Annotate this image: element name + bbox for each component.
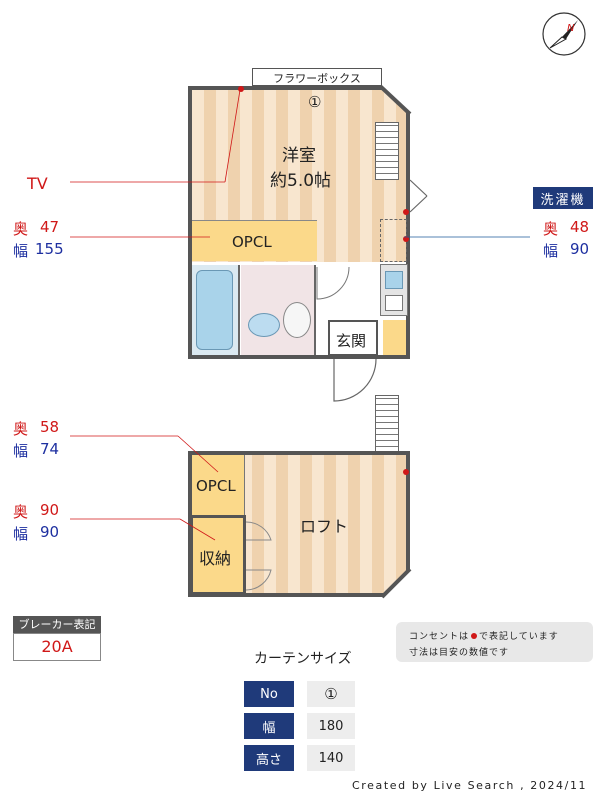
washer-depth-value: 48	[570, 218, 590, 236]
curtain-no-label: No	[244, 681, 294, 707]
note-line2: 寸法は目安の数値です	[409, 648, 510, 658]
opcl-loft-label: OPCL	[196, 477, 236, 495]
opcl-loft-width-label: 幅	[13, 442, 29, 460]
curtain-no-value: ①	[307, 681, 355, 707]
curtain-height-value: 140	[307, 745, 355, 771]
opcl-main-depth-label: 奥	[13, 220, 29, 238]
outlet-right-2	[403, 236, 409, 242]
western-room-size: 約5.0帖	[270, 171, 332, 191]
storage-depth-value: 90	[40, 501, 60, 519]
bathroom-door	[316, 266, 350, 300]
entrance	[328, 320, 378, 356]
opcl-loft-depth-label: 奥	[13, 420, 29, 438]
flower-box: フラワーボックス	[252, 68, 382, 86]
kitchen	[380, 264, 408, 316]
breaker-title: ブレーカー表記	[13, 616, 101, 633]
washer-width-label: 幅	[543, 242, 559, 260]
note-line1-post: で表記しています	[479, 632, 559, 642]
entrance-shoe-box	[383, 320, 406, 355]
side-door	[409, 179, 428, 213]
bay-window-corner	[380, 84, 414, 116]
curtain-width-value: 180	[307, 713, 355, 739]
washbasin	[248, 313, 280, 337]
breaker-box: ブレーカー表記 20A	[13, 616, 101, 661]
tv-label: TV	[27, 174, 48, 193]
storage-width-label: 幅	[13, 525, 29, 543]
bathroom	[241, 265, 316, 355]
compass-icon	[542, 12, 586, 56]
storage-doors	[245, 521, 272, 591]
note-line1-pre: コンセントは	[409, 632, 470, 642]
flower-box-number: ①	[308, 93, 322, 111]
washer-title: 洗濯機	[533, 187, 593, 209]
note-outlet-icon	[471, 633, 478, 639]
opcl-loft-depth-value: 58	[40, 418, 60, 436]
bathtub	[192, 265, 240, 355]
note-box: コンセントはで表記しています 寸法は目安の数値です	[396, 622, 593, 662]
storage-depth-label: 奥	[13, 503, 29, 521]
compass-north-label: N	[567, 23, 575, 34]
washer-width-value: 90	[570, 240, 590, 258]
outlet-right-1	[403, 209, 409, 215]
storage-label: 収納	[199, 549, 232, 568]
outlet-loft	[403, 469, 409, 475]
entrance-door	[333, 358, 377, 402]
opcl-loft-width-value: 74	[40, 440, 60, 458]
opcl-main-width-value: 155	[35, 240, 64, 258]
opcl-main-depth-value: 47	[40, 218, 60, 236]
entrance-label: 玄関	[336, 332, 367, 350]
opcl-lower-label: OPCL	[232, 233, 272, 251]
breaker-value: 20A	[13, 633, 101, 661]
western-room-name: 洋室	[282, 146, 316, 166]
loft-corner	[380, 567, 414, 601]
outlet-tv	[238, 86, 244, 92]
toilet	[283, 302, 311, 338]
opcl-closet-loft	[192, 455, 245, 515]
loft-label: ロフト	[300, 517, 349, 536]
opcl-main-width-label: 幅	[13, 242, 29, 260]
opcl-closet-lower	[192, 220, 317, 261]
curtain-width-label: 幅	[244, 713, 294, 739]
compass: N	[541, 11, 587, 57]
ladder-upper	[375, 122, 399, 180]
washer-depth-label: 奥	[543, 220, 559, 238]
flower-box-label: フラワーボックス	[273, 72, 361, 85]
storage-width-value: 90	[40, 523, 60, 541]
storage-closet	[190, 515, 246, 595]
curtain-title: カーテンサイズ	[254, 651, 352, 667]
curtain-height-label: 高さ	[244, 745, 294, 771]
credit-text: Created by Live Search , 2024/11	[352, 779, 588, 792]
